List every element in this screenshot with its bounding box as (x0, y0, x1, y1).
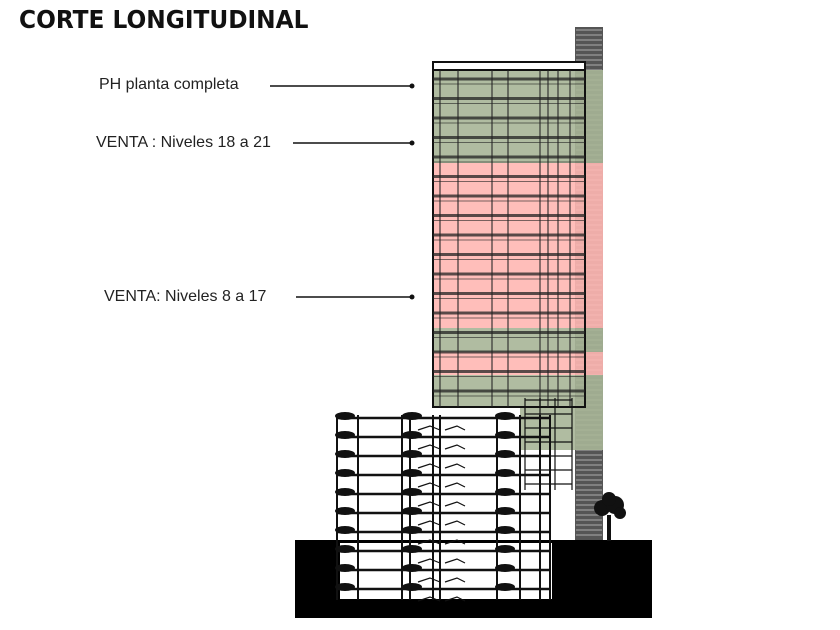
label-ph: PH planta completa (99, 76, 239, 93)
ramp (417, 558, 441, 564)
tree-icon (594, 492, 626, 541)
car-icon (335, 450, 355, 458)
car-icon (495, 564, 515, 572)
ramp (417, 520, 441, 526)
car-icon (335, 545, 355, 553)
ramp (417, 596, 441, 602)
car-icon (495, 583, 515, 591)
ramp (444, 558, 466, 564)
car-icon (495, 545, 515, 553)
car-icon (402, 545, 422, 553)
car-icon (402, 450, 422, 458)
ramp (417, 501, 441, 507)
floor-band (433, 163, 603, 328)
ramp (444, 501, 466, 507)
car-icon (335, 507, 355, 515)
car-icon (402, 526, 422, 534)
car-icon (495, 526, 515, 534)
car-icon (495, 450, 515, 458)
tower (432, 27, 603, 541)
car-icon (335, 564, 355, 572)
car-icon (495, 488, 515, 496)
car-icon (335, 583, 355, 591)
ramp (417, 444, 441, 450)
ramp (444, 444, 466, 450)
leader-lines (270, 83, 415, 300)
car-icon (495, 469, 515, 477)
car-icon (402, 431, 422, 439)
car-icon (335, 431, 355, 439)
car-icon (402, 507, 422, 515)
car-icon (335, 469, 355, 477)
car-icon (495, 412, 515, 420)
page-title: CORTE LONGITUDINAL (19, 5, 309, 34)
label-venta-8-17: VENTA: Niveles 8 a 17 (104, 288, 267, 305)
ramp (417, 577, 441, 583)
ramp (444, 577, 466, 583)
ramp (444, 520, 466, 526)
car-icon (402, 488, 422, 496)
ramp (444, 425, 466, 431)
car-icon (402, 564, 422, 572)
car-icon (495, 507, 515, 515)
ramp (417, 482, 441, 488)
car-icon (495, 431, 515, 439)
car-icon (335, 488, 355, 496)
car-icon (402, 469, 422, 477)
ramp (417, 539, 441, 545)
ramp (444, 539, 466, 545)
floor-band (433, 352, 603, 375)
ramp (444, 463, 466, 469)
podium-parking (295, 412, 652, 618)
car-icon (402, 583, 422, 591)
car-icon (402, 412, 422, 420)
label-venta-18-21: VENTA : Niveles 18 a 21 (96, 134, 271, 151)
roof (432, 61, 586, 71)
ramp (417, 463, 441, 469)
ramp (417, 425, 441, 431)
ramp (444, 482, 466, 488)
car-icon (335, 412, 355, 420)
ramp (444, 596, 466, 602)
car-icon (335, 526, 355, 534)
